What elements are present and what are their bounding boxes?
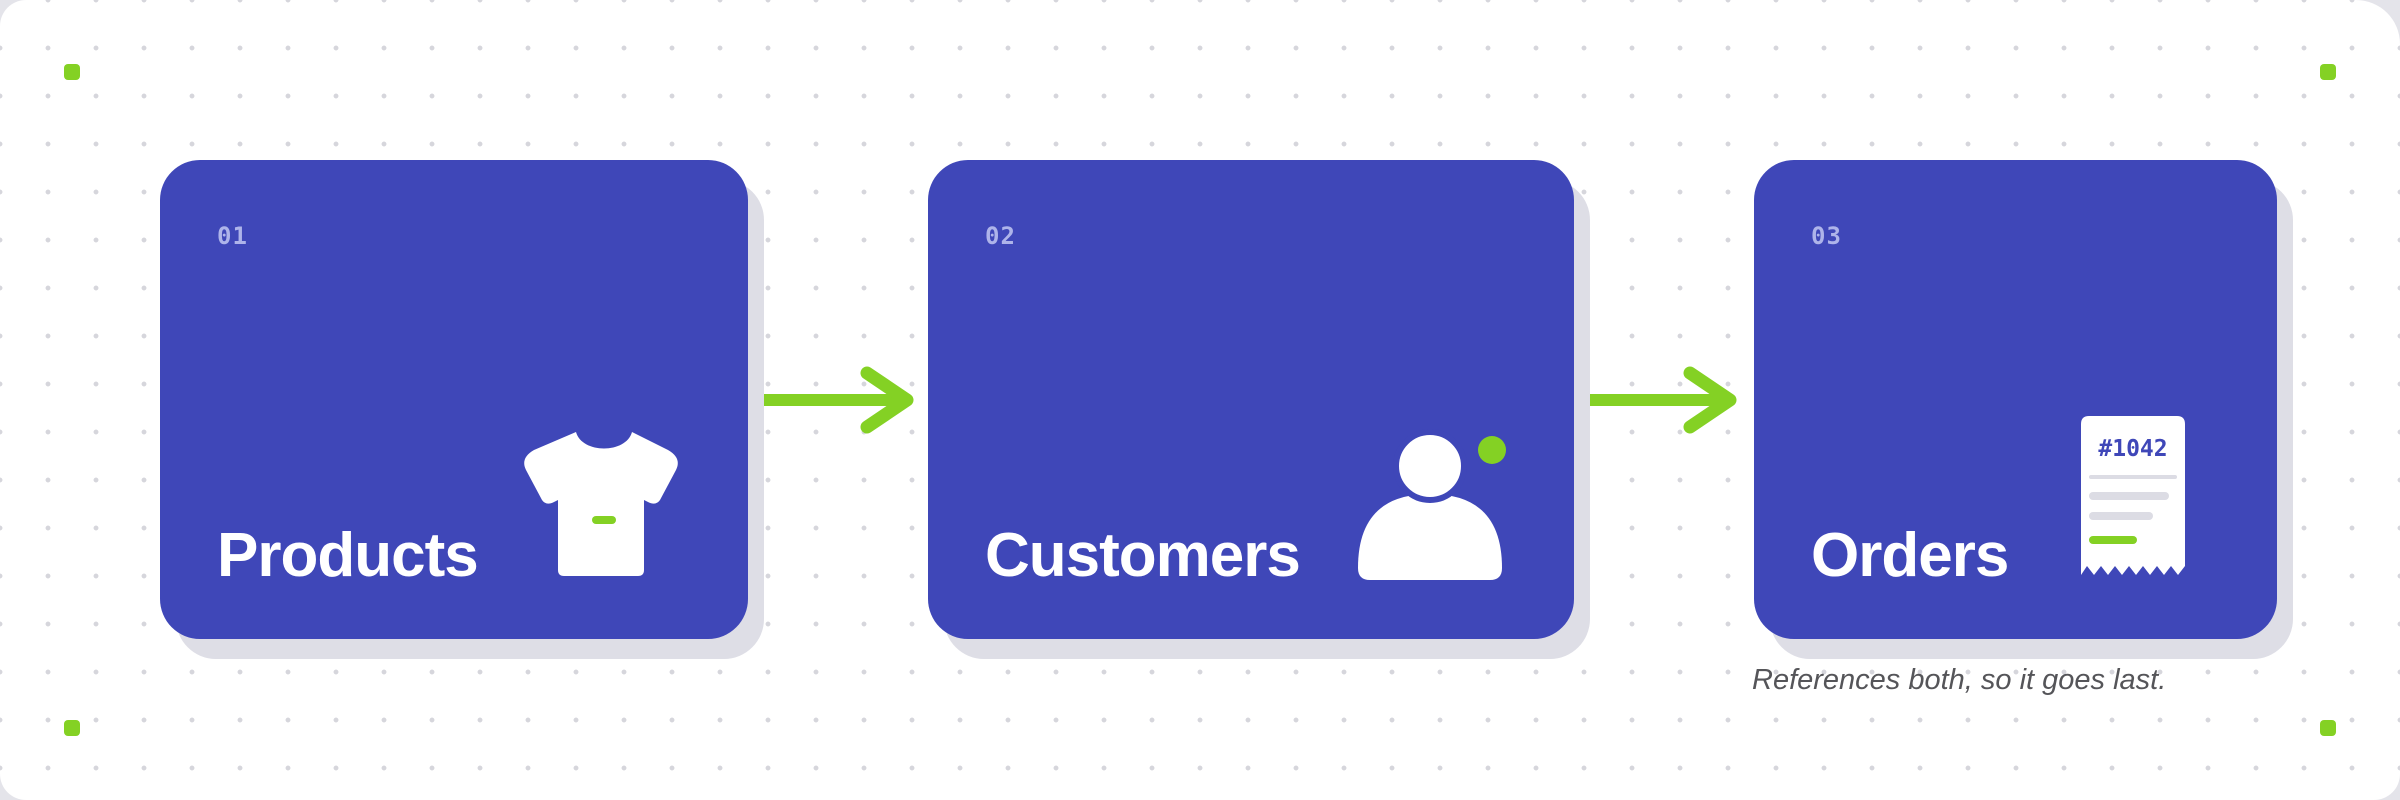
step-number: 01 [217,222,248,250]
corner-mark-bottom-right [2320,720,2336,736]
step-number: 02 [985,222,1016,250]
card-body: 01 Products [160,160,748,639]
corner-mark-top-left [64,64,80,80]
arrow-right-icon [764,366,914,434]
step-card-orders[interactable]: 03 Orders #1042 [1754,160,2293,659]
corner-mark-top-right [2320,64,2336,80]
card-body: 02 Customers [928,160,1574,639]
step-title: Orders [1811,521,2009,590]
step-number: 03 [1811,222,1842,250]
card-body: 03 Orders #1042 [1754,160,2277,639]
person-icon [1358,429,1506,580]
step-card-products[interactable]: 01 Products [160,160,764,659]
corner-mark-bottom-left [64,720,80,736]
receipt-number: #1042 [2098,436,2168,462]
receipt-icon: #1042 [2081,416,2185,576]
orders-caption: References both, so it goes last. [1752,664,2167,696]
step-title: Products [217,521,479,590]
t-shirt-icon [524,432,678,576]
step-card-customers[interactable]: 02 Customers [928,160,1590,659]
arrow-right-icon [1590,366,1737,434]
step-title: Customers [985,521,1301,590]
